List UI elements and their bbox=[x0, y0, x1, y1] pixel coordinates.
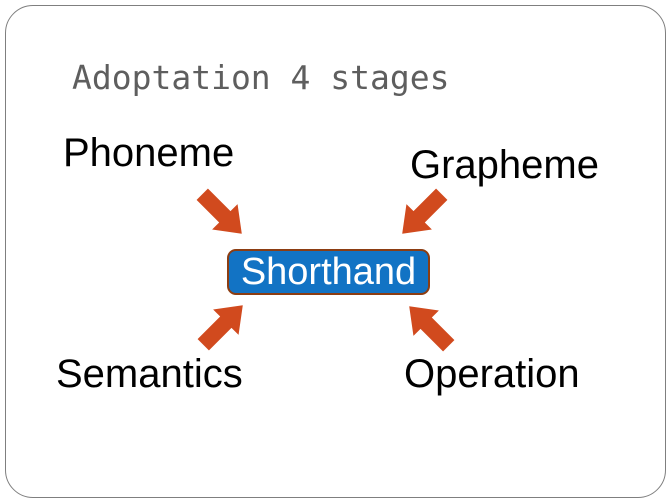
arrow-icon-semantics-to-shorthand bbox=[190, 292, 255, 357]
arrow-icon-operation-to-shorthand bbox=[396, 293, 461, 358]
node-label-operation: Operation bbox=[404, 352, 580, 396]
slide-title: Adoptation 4 stages bbox=[72, 58, 450, 97]
node-label-grapheme: Grapheme bbox=[410, 143, 599, 187]
arrow-icon-grapheme-to-shorthand bbox=[389, 181, 454, 246]
shorthand-box: Shorthand bbox=[227, 249, 430, 295]
shorthand-box-label: Shorthand bbox=[240, 251, 417, 293]
node-label-phoneme: Phoneme bbox=[63, 131, 235, 175]
node-label-semantics: Semantics bbox=[56, 352, 243, 396]
arrow-icon-phoneme-to-shorthand bbox=[189, 181, 254, 246]
